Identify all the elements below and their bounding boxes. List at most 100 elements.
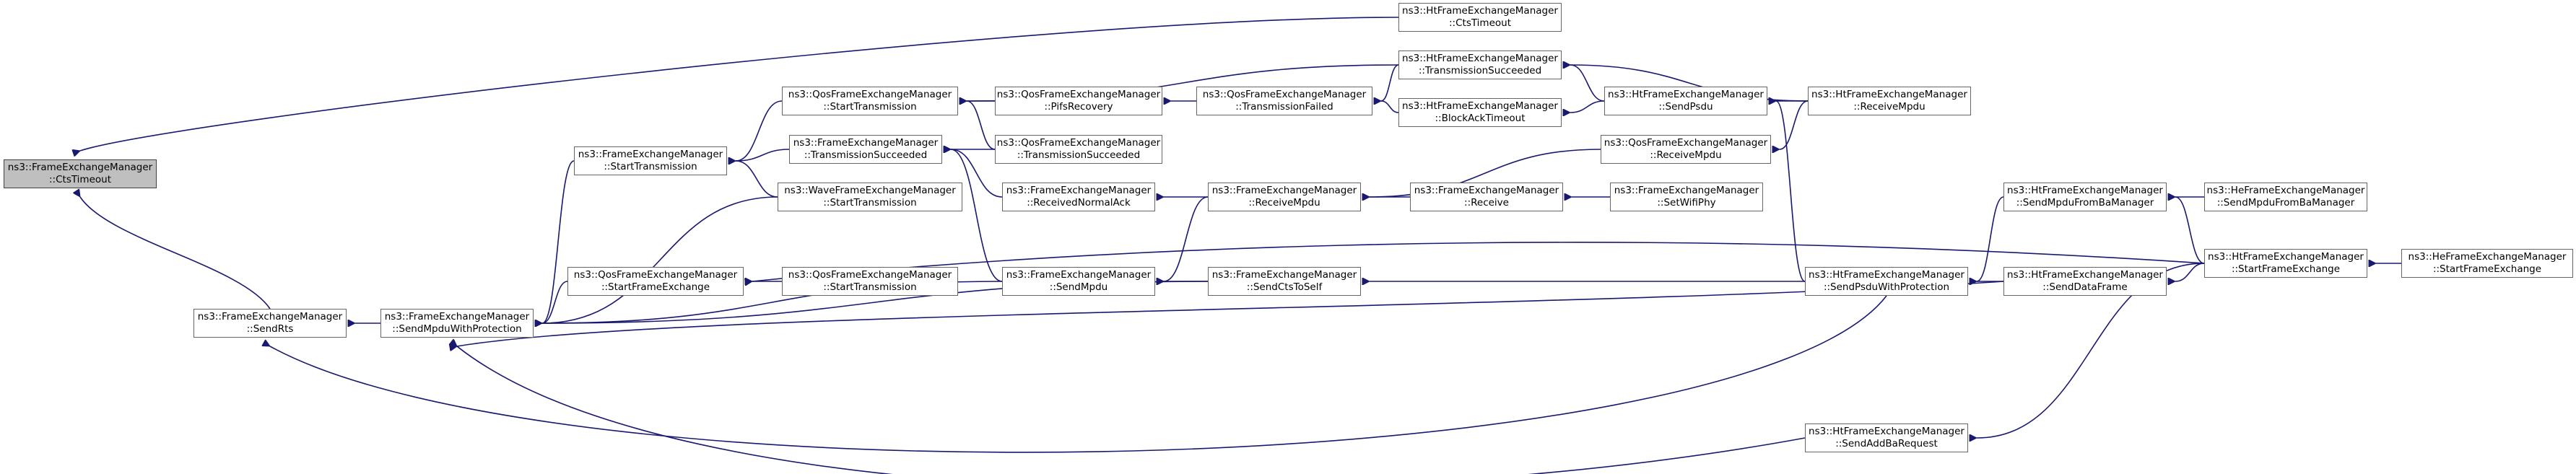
- node-qos_txFail[interactable]: ns3::QosFrameExchangeManager::Transmissi…: [1196, 87, 1372, 115]
- node-fem_txSucc[interactable]: ns3::FrameExchangeManager::TransmissionS…: [789, 135, 942, 164]
- call-edge: [1570, 100, 1605, 113]
- call-edge: [270, 295, 1887, 453]
- node-ht_sendMpduFBM-line1: ns3::HtFrameExchangeManager: [2007, 185, 2163, 196]
- node-fem_sendCts[interactable]: ns3::FrameExchangeManager::SendCtsToSelf: [1208, 267, 1361, 296]
- node-sendMpduWP[interactable]: ns3::FrameExchangeManager::SendMpduWithP…: [380, 309, 534, 338]
- node-sendRts-line1: ns3::FrameExchangeManager: [197, 311, 343, 322]
- call-edge: [736, 161, 778, 198]
- node-he_startFE-line2: ::StartFrameExchange: [2432, 263, 2542, 275]
- call-edge: [1164, 196, 1209, 281]
- node-root-line2: ::CtsTimeout: [49, 174, 111, 185]
- node-sendRts[interactable]: ns3::FrameExchangeManager::SendRts: [193, 309, 347, 338]
- node-ht_txSucc-line1: ns3::HtFrameExchangeManager: [1402, 53, 1558, 64]
- node-fem_setWifiPhy[interactable]: ns3::FrameExchangeManager::SetWifiPhy: [1610, 183, 1763, 211]
- call-edge: [80, 197, 271, 310]
- call-edge: [457, 281, 2004, 346]
- node-fem_startTx[interactable]: ns3::FrameExchangeManager::StartTransmis…: [574, 146, 727, 175]
- node-fem_receive-line1: ns3::FrameExchangeManager: [1414, 185, 1559, 196]
- node-he_startFE-line1: ns3::HeFrameExchangeManager: [2408, 251, 2567, 263]
- node-fem_sendMpdu[interactable]: ns3::FrameExchangeManager::SendMpdu: [1002, 267, 1155, 296]
- node-ht_sendAddBa[interactable]: ns3::HtFrameExchangeManager::SendAddBaRe…: [1805, 423, 1968, 452]
- node-ht_baTimeout-line2: ::BlockAckTimeout: [1435, 113, 1526, 124]
- node-fem_recvNA[interactable]: ns3::FrameExchangeManager::ReceivedNorma…: [1002, 183, 1155, 211]
- node-qos_startTx2-line1: ns3::QosFrameExchangeManager: [788, 269, 952, 281]
- call-edge: [1776, 101, 1806, 282]
- node-qos_startTx[interactable]: ns3::QosFrameExchangeManager::StartTrans…: [782, 87, 958, 115]
- node-ht_sendAddBa-line2: ::SendAddBaRequest: [1835, 438, 1938, 449]
- node-qos_recvMpdu[interactable]: ns3::QosFrameExchangeManager::ReceiveMpd…: [1601, 135, 1771, 164]
- call-edge: [736, 149, 790, 161]
- node-ht_txSucc[interactable]: ns3::HtFrameExchangeManager::Transmissio…: [1398, 51, 1562, 79]
- node-fem_setWifiPhy-line1: ns3::FrameExchangeManager: [1614, 185, 1759, 196]
- node-qos_txSucc-line1: ns3::QosFrameExchangeManager: [996, 137, 1161, 149]
- node-ht_sendPsduWP-line2: ::SendPsduWithProtection: [1823, 281, 1950, 293]
- node-qos_pifs-line2: ::PifsRecovery: [1044, 101, 1113, 113]
- node-ht_recvMpdu-line2: ::ReceiveMpdu: [1853, 101, 1926, 113]
- node-root[interactable]: ns3::FrameExchangeManager::CtsTimeout: [4, 159, 157, 188]
- node-fem_startTx-line1: ns3::FrameExchangeManager: [578, 149, 723, 160]
- node-qos_txFail-line1: ns3::QosFrameExchangeManager: [1202, 89, 1367, 100]
- node-sendRts-line2: ::SendRts: [246, 323, 294, 335]
- node-ht_ctsTimeout-line1: ns3::HtFrameExchangeManager: [1402, 5, 1558, 17]
- node-sendMpduWP-line2: ::SendMpduWithProtection: [392, 323, 522, 335]
- node-ht_sendPsdu-line1: ns3::HtFrameExchangeManager: [1608, 89, 1764, 100]
- call-edge: [457, 346, 1806, 474]
- node-he_sendMpduFBM-line2: ::SendMpduFromBaManager: [2216, 197, 2355, 209]
- node-root-line1: ns3::FrameExchangeManager: [7, 162, 153, 173]
- node-ht_sendPsdu[interactable]: ns3::HtFrameExchangeManager::SendPsdu: [1604, 87, 1767, 115]
- node-ht_ctsTimeout[interactable]: ns3::HtFrameExchangeManager::CtsTimeout: [1398, 3, 1562, 32]
- node-qos_pifs[interactable]: ns3::QosFrameExchangeManager::PifsRecove…: [995, 87, 1162, 115]
- node-fem_receive-line2: ::Receive: [1464, 197, 1509, 209]
- node-ht_sendDF[interactable]: ns3::HtFrameExchangeManager::SendDataFra…: [2003, 267, 2167, 296]
- node-fem_receive[interactable]: ns3::FrameExchangeManager::Receive: [1410, 183, 1563, 211]
- node-wave_startTx-line2: ::StartTransmission: [823, 197, 917, 209]
- node-ht_recvMpdu[interactable]: ns3::HtFrameExchangeManager::ReceiveMpdu: [1808, 87, 1971, 115]
- node-fem_recvNA-line1: ns3::FrameExchangeManager: [1006, 185, 1152, 196]
- node-wave_startTx-line1: ns3::WaveFrameExchangeManager: [784, 185, 956, 196]
- node-ht_baTimeout-line1: ns3::HtFrameExchangeManager: [1402, 100, 1558, 112]
- call-edge: [1780, 100, 1809, 149]
- node-ht_sendPsduWP[interactable]: ns3::HtFrameExchangeManager::SendPsduWit…: [1805, 267, 1968, 296]
- node-he_sendMpduFBM[interactable]: ns3::HeFrameExchangeManager::SendMpduFro…: [2204, 183, 2367, 211]
- call-edge: [542, 160, 575, 323]
- node-qos_startTx2-line2: ::StartTransmission: [823, 281, 917, 293]
- call-edge: [542, 281, 568, 323]
- node-ht_ctsTimeout-line2: ::CtsTimeout: [1449, 17, 1511, 29]
- node-fem_txSucc-line2: ::TransmissionSucceeded: [804, 149, 928, 161]
- node-ht_sendDF-line1: ns3::HtFrameExchangeManager: [2007, 269, 2163, 281]
- node-qos_txFail-line2: ::TransmissionFailed: [1235, 101, 1333, 113]
- node-he_startFE[interactable]: ns3::HeFrameExchangeManager::StartFrameE…: [2401, 249, 2573, 278]
- node-sendMpduWP-line1: ns3::FrameExchangeManager: [384, 311, 530, 322]
- node-ht_startFE[interactable]: ns3::HtFrameExchangeManager::StartFrameE…: [2204, 249, 2367, 278]
- node-qos_txSucc-line2: ::TransmissionSucceeded: [1017, 149, 1141, 161]
- node-fem_recvNA-line2: ::ReceivedNormalAck: [1027, 197, 1131, 209]
- node-wave_startTx[interactable]: ns3::WaveFrameExchangeManager::StartTran…: [778, 183, 962, 211]
- node-ht_sendMpduFBM-line2: ::SendMpduFromBaManager: [2016, 197, 2154, 209]
- node-fem_sendMpdu-line1: ns3::FrameExchangeManager: [1006, 269, 1152, 281]
- node-qos_startFE-line2: ::StartFrameExchange: [601, 281, 710, 293]
- node-ht_sendAddBa-line1: ns3::HtFrameExchangeManager: [1809, 426, 1964, 437]
- node-ht_sendPsdu-line2: ::SendPsdu: [1658, 101, 1713, 113]
- node-ht_baTimeout[interactable]: ns3::HtFrameExchangeManager::BlockAckTim…: [1398, 98, 1562, 127]
- node-qos_recvMpdu-line2: ::ReceiveMpdu: [1650, 149, 1722, 161]
- node-ht_sendMpduFBM[interactable]: ns3::HtFrameExchangeManager::SendMpduFro…: [2003, 183, 2167, 211]
- node-ht_sendPsduWP-line1: ns3::HtFrameExchangeManager: [1809, 269, 1964, 281]
- call-edge: [80, 17, 1399, 151]
- call-edge: [951, 149, 1003, 282]
- call-edge: [542, 196, 778, 323]
- node-qos_startTx-line1: ns3::QosFrameExchangeManager: [788, 89, 952, 100]
- node-ht_startFE-line1: ns3::HtFrameExchangeManager: [2208, 251, 2364, 263]
- call-edge: [951, 149, 1003, 198]
- node-fem_recvMpdu-line2: ::ReceiveMpdu: [1248, 197, 1320, 209]
- node-ht_startFE-line2: ::StartFrameExchange: [2231, 263, 2341, 275]
- node-ht_txSucc-line2: ::TransmissionSucceeded: [1418, 65, 1542, 76]
- node-qos_startTx2[interactable]: ns3::QosFrameExchangeManager::StartTrans…: [782, 267, 958, 296]
- node-fem_recvMpdu[interactable]: ns3::FrameExchangeManager::ReceiveMpdu: [1208, 183, 1361, 211]
- node-qos_startFE-line1: ns3::QosFrameExchangeManager: [573, 269, 738, 281]
- node-qos_startFE[interactable]: ns3::QosFrameExchangeManager::StartFrame…: [567, 267, 744, 296]
- node-ht_recvMpdu-line1: ns3::HtFrameExchangeManager: [1811, 89, 1967, 100]
- node-qos_txSucc[interactable]: ns3::QosFrameExchangeManager::Transmissi…: [995, 135, 1162, 164]
- call-edge: [736, 100, 783, 161]
